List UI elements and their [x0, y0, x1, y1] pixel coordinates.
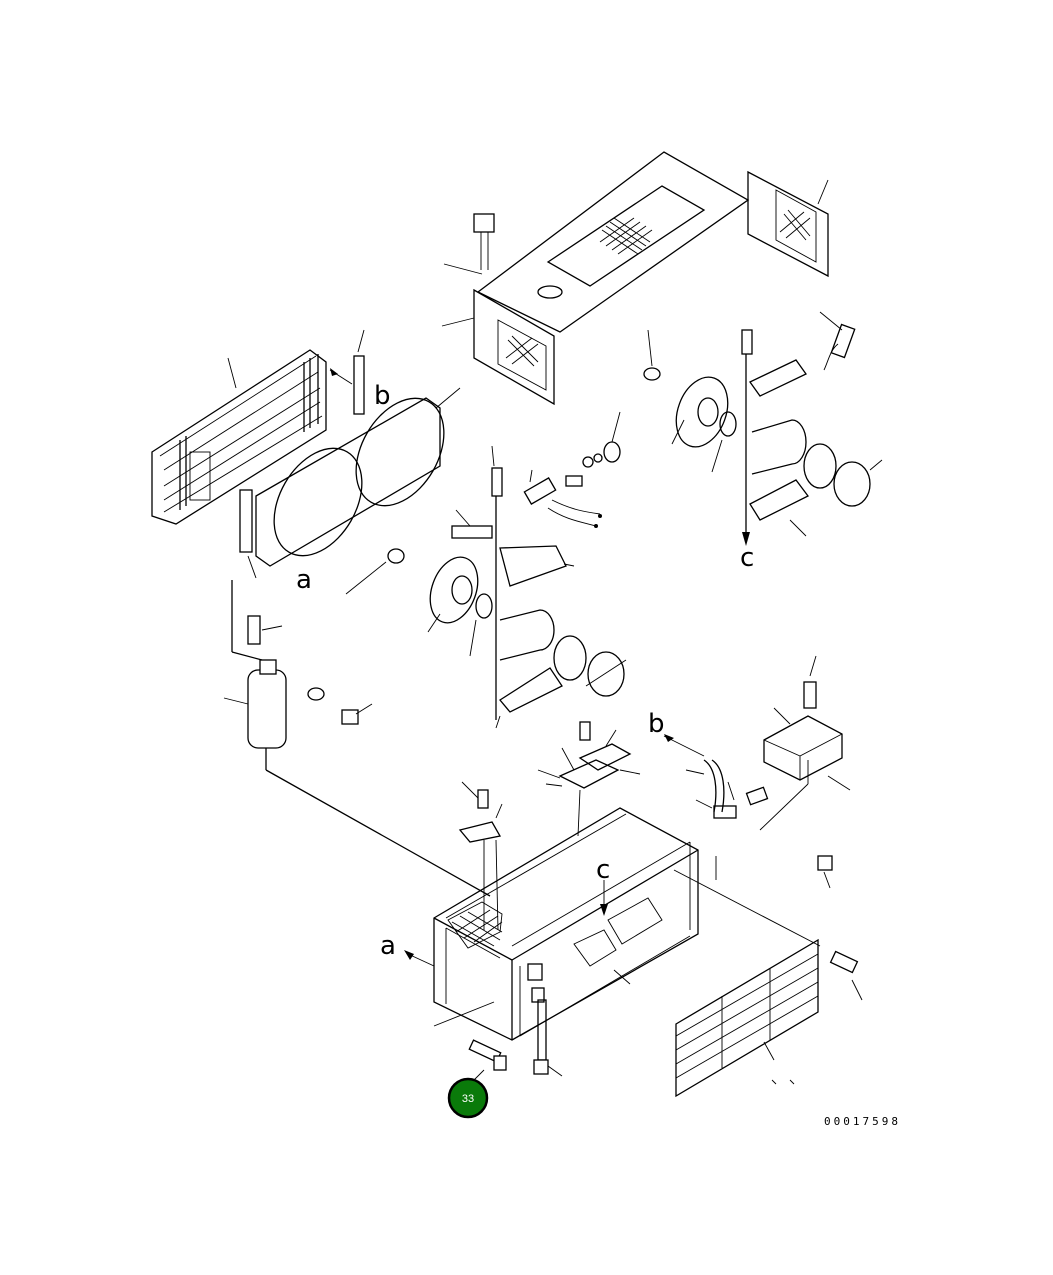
- side-screen-panel-left: [441, 288, 555, 406]
- pipe-and-clamp: [685, 759, 769, 819]
- top-cover-plate: [443, 151, 750, 333]
- fan-motor-assembly-center: [427, 445, 627, 729]
- view-letter-c-lower: c: [596, 855, 610, 885]
- part-callout-label: 33: [462, 1093, 474, 1105]
- view-letter-b-lower: b: [648, 709, 665, 739]
- fan-motor-assembly-right: [643, 311, 883, 546]
- part-callout-33[interactable]: 33: [447, 1077, 489, 1119]
- main-frame: [404, 807, 699, 1041]
- view-letter-b-upper: b: [374, 381, 391, 411]
- bracket-b-upper: [329, 329, 365, 415]
- relay-connectors: [458, 721, 641, 931]
- resistor-and-harness: [523, 411, 621, 528]
- drawing-number: 00017598: [824, 1115, 901, 1128]
- receiver-drier: [223, 580, 491, 897]
- view-letter-a-lower: a: [380, 931, 396, 961]
- condenser-core: [151, 349, 327, 525]
- control-box: [759, 655, 851, 831]
- view-letter-a-upper: a: [296, 565, 312, 595]
- connector-lines: [663, 734, 717, 880]
- bottom-bolts: [468, 999, 563, 1081]
- front-grille: [673, 855, 863, 1098]
- view-letter-c-upper: c: [740, 543, 754, 573]
- fan-shroud: [239, 387, 461, 595]
- side-screen-panel-upper: [747, 170, 829, 278]
